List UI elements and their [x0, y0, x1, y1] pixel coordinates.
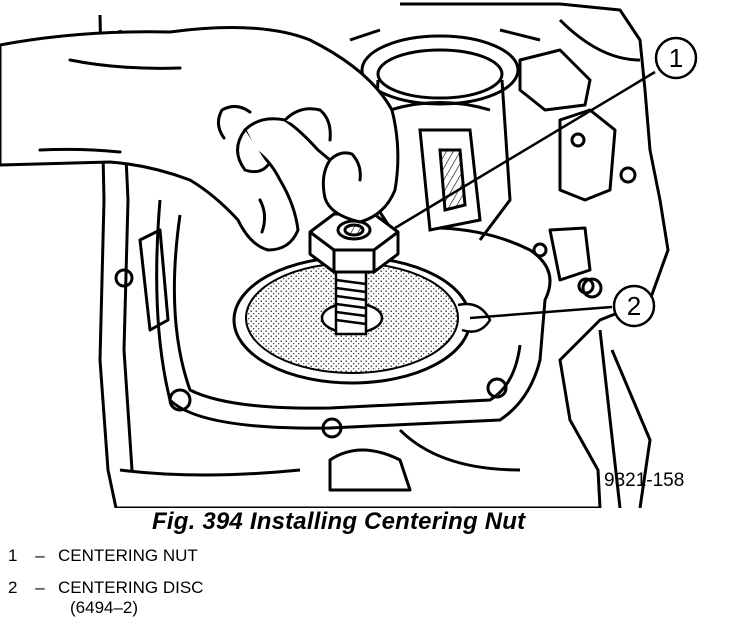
legend-dash: –	[35, 578, 45, 597]
callout-1-number: 1	[669, 43, 683, 73]
threaded-stud	[334, 268, 368, 336]
transmission-illustration: 1 2	[0, 2, 698, 508]
callout-2-number: 2	[627, 291, 641, 321]
legend-number: 1	[8, 546, 18, 565]
leader-lines	[394, 70, 656, 320]
leader-line-1	[394, 70, 656, 230]
legend-item-1: 1–CENTERING NUT	[8, 546, 198, 566]
hand	[0, 26, 400, 252]
callout-2: 2	[612, 284, 656, 328]
legend-item-2: 2–CENTERING DISC	[8, 578, 203, 598]
legend-item-2-part-number: (6494–2)	[70, 598, 139, 617]
legend-label: CENTERING NUT	[58, 546, 198, 565]
figure-id: 9321-158	[604, 470, 685, 491]
legend-label: CENTERING DISC	[58, 578, 204, 597]
mounting-flange	[114, 199, 595, 439]
callout-1: 1	[654, 36, 698, 80]
legend-dash: –	[35, 546, 45, 565]
legend-number: 2	[8, 578, 18, 597]
centering-nut	[308, 212, 400, 274]
leader-line-2	[469, 305, 613, 320]
figure-caption: Fig. 394 Installing Centering Nut	[152, 508, 526, 535]
